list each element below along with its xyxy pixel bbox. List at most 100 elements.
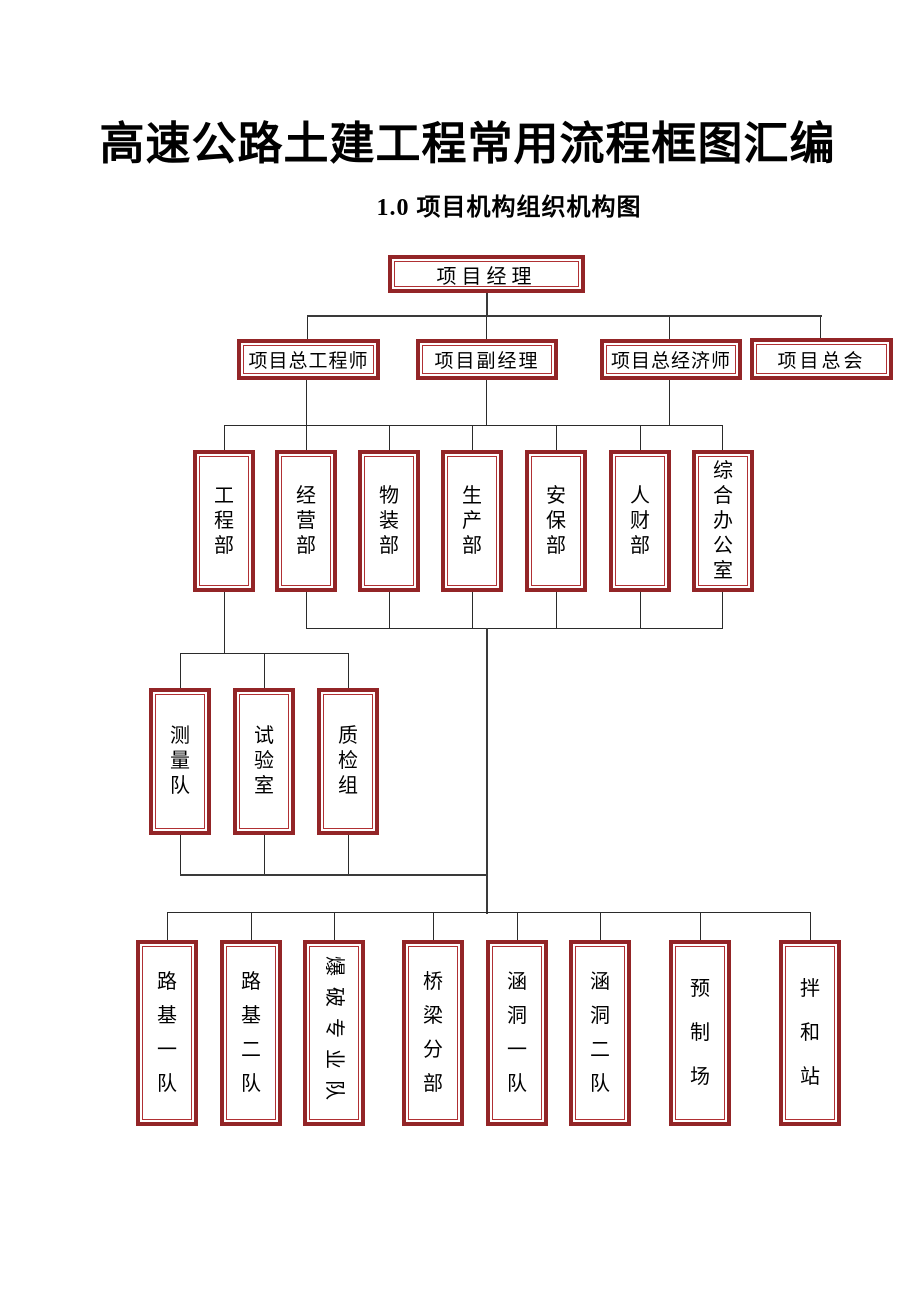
box-inner-frame: 经营部 bbox=[281, 456, 331, 586]
box-inner-frame: 项目副经理 bbox=[422, 345, 552, 374]
org-box-operations-dept: 经营部 bbox=[275, 450, 337, 592]
document-title: 高速公路土建工程常用流程框图汇编 bbox=[99, 119, 836, 169]
connector-deputy-manager-drop bbox=[486, 380, 487, 425]
org-box-culvert-team-2: 涵洞二队 bbox=[569, 940, 631, 1126]
connector-drop bbox=[307, 317, 308, 339]
org-box-label: 涵洞二队 bbox=[590, 971, 610, 1095]
org-box-project-chief-accountant: 项目总会 bbox=[750, 338, 893, 380]
box-inner-frame: 桥梁分部 bbox=[408, 946, 458, 1120]
org-box-project-manager: 项目经理 bbox=[388, 255, 585, 293]
connector-drop bbox=[224, 426, 225, 450]
box-inner-frame: 涵洞二队 bbox=[575, 946, 625, 1120]
org-box-label: 涵洞一队 bbox=[507, 971, 527, 1095]
connector-level2-bus bbox=[307, 315, 822, 317]
org-box-label: 项目总经济师 bbox=[610, 351, 731, 372]
connector-drop bbox=[251, 913, 252, 940]
org-box-chief-economist: 项目总经济师 bbox=[600, 339, 742, 380]
connector-drop bbox=[167, 913, 168, 940]
connector-departments-lower-bus bbox=[306, 628, 723, 629]
org-box-label: 质检组 bbox=[338, 725, 358, 797]
connector-drop bbox=[180, 654, 181, 688]
box-inner-frame: 生产部 bbox=[447, 456, 497, 586]
box-inner-frame: 物装部 bbox=[364, 456, 414, 586]
connector-drop bbox=[556, 592, 557, 628]
connector-subunits-return-bus bbox=[180, 874, 488, 876]
org-box-label: 桥梁分部 bbox=[423, 971, 443, 1095]
connector-drop bbox=[556, 426, 557, 450]
org-box-label: 试验室 bbox=[254, 725, 274, 797]
org-box-hr-finance-dept: 人财部 bbox=[609, 450, 671, 592]
org-box-quality-inspection-group: 质检组 bbox=[317, 688, 379, 835]
connector-subunits-bus bbox=[180, 653, 349, 654]
box-inner-frame: 预制场 bbox=[675, 946, 725, 1120]
org-box-label: 安保部 bbox=[546, 484, 566, 557]
connector-drop bbox=[389, 592, 390, 628]
org-box-precast-yard: 预制场 bbox=[669, 940, 731, 1126]
org-box-label: 项目总会 bbox=[777, 350, 866, 372]
box-inner-frame: 项目总会 bbox=[756, 344, 887, 374]
connector-drop bbox=[334, 913, 335, 940]
connector-drop bbox=[640, 426, 641, 450]
org-box-label: 工程部 bbox=[214, 484, 234, 557]
org-box-roadbed-team-1: 路基一队 bbox=[136, 940, 198, 1126]
box-inner-frame: 爆破专业队 bbox=[309, 946, 359, 1120]
box-inner-frame: 测量队 bbox=[155, 694, 205, 829]
connector-chief-economist-drop bbox=[669, 380, 670, 425]
box-inner-frame: 项目总工程师 bbox=[243, 345, 374, 374]
org-box-label: 拌和站 bbox=[800, 978, 820, 1088]
connector-drop bbox=[306, 592, 307, 628]
org-box-label: 人财部 bbox=[630, 484, 650, 557]
connector-drop bbox=[264, 835, 265, 874]
box-inner-frame: 项目总经济师 bbox=[606, 345, 736, 374]
org-box-test-lab: 试验室 bbox=[233, 688, 295, 835]
org-box-label: 综合办公室 bbox=[713, 459, 733, 582]
org-box-label: 项目经理 bbox=[436, 265, 537, 288]
box-inner-frame: 安保部 bbox=[531, 456, 581, 586]
connector-drop bbox=[348, 654, 349, 688]
org-box-deputy-project-manager: 项目副经理 bbox=[416, 339, 558, 380]
connector-drop bbox=[180, 835, 181, 874]
org-box-blasting-team: 爆破专业队 bbox=[303, 940, 365, 1126]
box-inner-frame: 拌和站 bbox=[785, 946, 835, 1120]
org-box-label: 爆破专业队 bbox=[323, 955, 345, 1111]
org-box-label: 路基一队 bbox=[157, 971, 177, 1095]
connector-drop bbox=[433, 913, 434, 940]
connector-drop bbox=[472, 426, 473, 450]
connector-drop bbox=[389, 426, 390, 450]
connector-drop bbox=[486, 317, 487, 339]
org-box-bridge-division: 桥梁分部 bbox=[402, 940, 464, 1126]
org-box-label: 生产部 bbox=[462, 484, 482, 557]
connector-drop bbox=[669, 317, 670, 339]
connector-root-drop bbox=[486, 293, 488, 315]
box-inner-frame: 涵洞一队 bbox=[492, 946, 542, 1120]
org-box-label: 测量队 bbox=[170, 725, 190, 797]
box-inner-frame: 质检组 bbox=[323, 694, 373, 829]
org-box-materials-equipment-dept: 物装部 bbox=[358, 450, 420, 592]
org-box-culvert-team-1: 涵洞一队 bbox=[486, 940, 548, 1126]
box-inner-frame: 项目经理 bbox=[394, 261, 579, 288]
connector-drop bbox=[600, 913, 601, 940]
section-heading: 1.0 项目机构组织机构图 bbox=[376, 195, 642, 221]
box-inner-frame: 路基二队 bbox=[226, 946, 276, 1120]
connector-central-trunk bbox=[486, 628, 488, 914]
connector-departments-bus bbox=[224, 425, 723, 426]
connector-chief-engineer-drop bbox=[306, 380, 307, 450]
box-inner-frame: 综合办公室 bbox=[698, 456, 748, 586]
connector-drop bbox=[472, 592, 473, 628]
org-box-label: 经营部 bbox=[296, 484, 316, 557]
connector-drop bbox=[517, 913, 518, 940]
connector-drop bbox=[722, 426, 723, 450]
connector-drop bbox=[700, 913, 701, 940]
connector-drop bbox=[348, 835, 349, 874]
org-box-label: 项目副经理 bbox=[434, 351, 540, 372]
org-box-chief-engineer: 项目总工程师 bbox=[237, 339, 380, 380]
org-box-survey-team: 测量队 bbox=[149, 688, 211, 835]
org-box-label: 路基二队 bbox=[241, 971, 261, 1095]
connector-drop bbox=[810, 913, 811, 940]
org-box-engineering-dept: 工程部 bbox=[193, 450, 255, 592]
connector-drop bbox=[264, 654, 265, 688]
box-inner-frame: 人财部 bbox=[615, 456, 665, 586]
box-inner-frame: 路基一队 bbox=[142, 946, 192, 1120]
connector-drop bbox=[640, 592, 641, 628]
